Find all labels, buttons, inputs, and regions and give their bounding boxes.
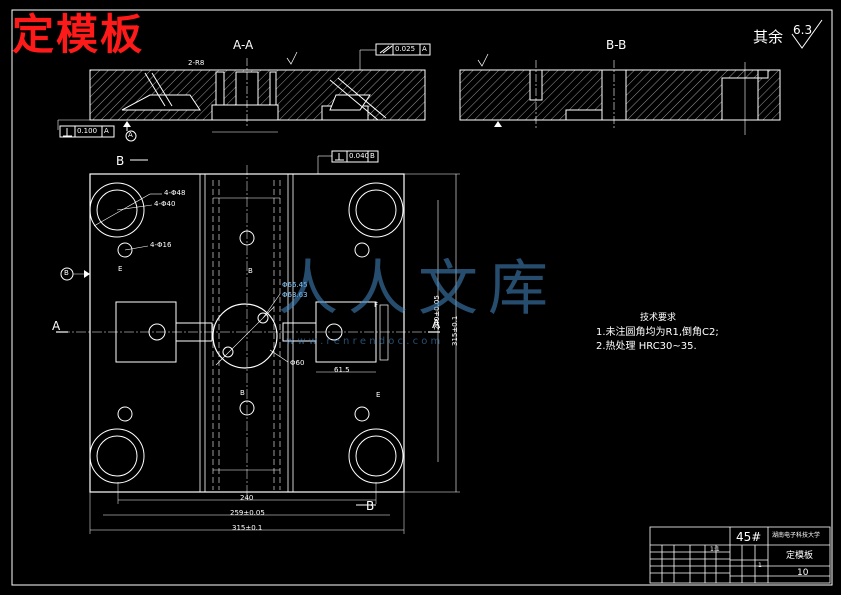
dim-4-16: 4-Φ16 (150, 241, 172, 249)
dim-4-48: 4-Φ48 (164, 189, 186, 197)
drawing-border (11, 9, 833, 586)
tech-req-line2: 2.热处理 HRC30~35. (596, 341, 697, 352)
section-b-center: B (240, 389, 245, 397)
section-bb-view (459, 60, 781, 135)
section-bb-label: B-B (606, 38, 627, 52)
tol-perp-left-datum: A (104, 127, 109, 135)
dim-315: 315±0.1 (232, 524, 263, 532)
plan-view (56, 150, 460, 534)
dim-240: 240 (240, 494, 254, 502)
tb-scale: 1:1 (710, 546, 720, 553)
tol-perp-plan-datum: B (370, 152, 375, 160)
surface-finish-prefix: 其余 (753, 28, 784, 46)
section-f-right: F (374, 301, 379, 309)
dim-sprue-2: Φ63.63 (282, 291, 308, 299)
tol-parallel-datum: A (422, 45, 427, 53)
tb-sheet-no: 10 (797, 568, 809, 578)
title-block (649, 526, 831, 584)
dim-4-40: 4-Φ40 (154, 200, 176, 208)
dim-259: 259±0.05 (230, 509, 265, 517)
section-b-mid: B (248, 267, 253, 275)
section-b-bottom: B (366, 499, 375, 513)
dim-sprue: Φ66.45 (282, 281, 308, 289)
section-aa-view (57, 43, 489, 142)
tol-parallel-value: 0.025 (395, 45, 416, 53)
tb-school: 湖南电子科技大学 (772, 532, 821, 539)
datum-b-label: B (64, 269, 69, 277)
dim-2r8: 2-R8 (188, 59, 205, 67)
watermark-text: 人人文库 (278, 254, 558, 324)
tb-part-name: 定模板 (786, 551, 814, 561)
surface-finish-value: 6.3 (793, 23, 813, 37)
section-b-top: B (116, 154, 125, 168)
section-e-left: E (118, 265, 123, 273)
dim-center: Φ60 (290, 359, 305, 367)
watermark-url: w w w . r e n r e n d o c . c o m (286, 336, 441, 347)
tb-material: 45# (736, 530, 762, 544)
drawing-title: 定模板 (12, 10, 145, 59)
dim-61: 61.5 (334, 366, 350, 374)
tb-qty: 1 (758, 562, 762, 569)
section-aa-label: A-A (233, 38, 254, 52)
section-e-right: E (376, 391, 381, 399)
tol-perp-left-value: 0.100 (77, 127, 98, 135)
roughness-symbol (791, 19, 823, 49)
tol-perp-plan-value: 0.040 (349, 152, 370, 160)
tech-req-line1: 1.未注圆角均为R1,倒角C2; (596, 327, 719, 338)
tech-req-heading: 技术要求 (640, 313, 677, 323)
datum-a-label: A (128, 131, 133, 139)
section-a-right: A (432, 317, 441, 331)
section-a-left: A (52, 319, 61, 333)
